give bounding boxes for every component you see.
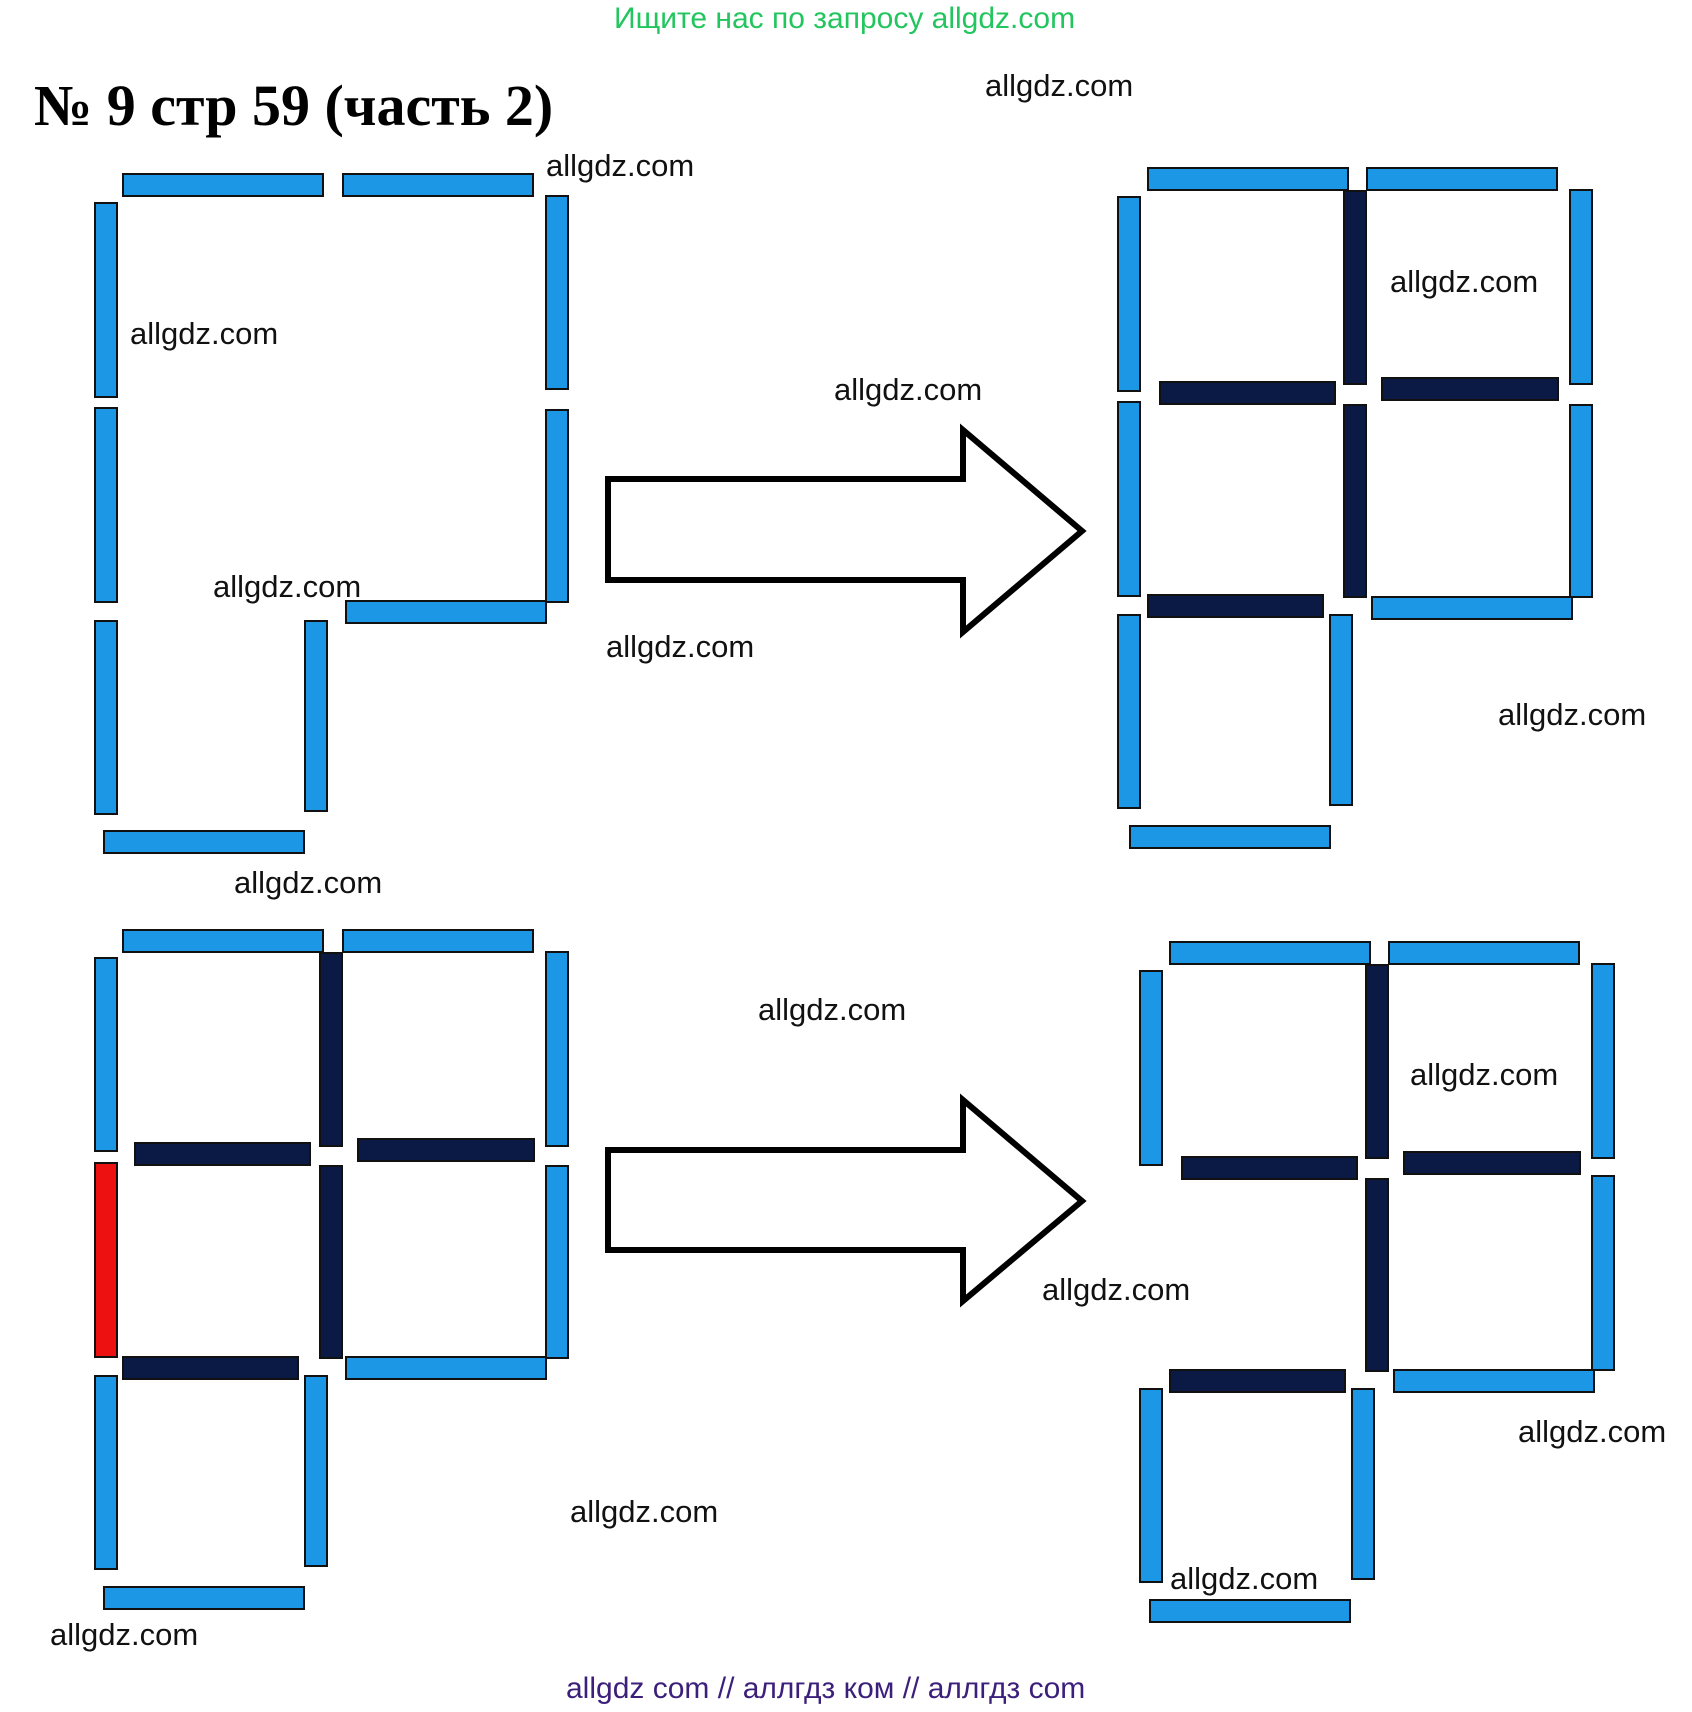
- matchstick: [1129, 825, 1331, 849]
- moved-matchstick: [1343, 404, 1367, 598]
- matchstick: [1117, 614, 1141, 809]
- matchstick: [94, 957, 118, 1152]
- matchstick: [122, 929, 324, 953]
- moved-matchstick: [1403, 1151, 1581, 1175]
- footer-links[interactable]: allgdz com // аллгдз ком // аллгдз com: [566, 1672, 1086, 1705]
- arrow-right-icon: [605, 1093, 1087, 1308]
- figure-after: [1117, 167, 1593, 849]
- moved-matchstick: [1147, 594, 1324, 618]
- matchstick: [103, 1586, 305, 1610]
- watermark: allgdz.com: [985, 68, 1134, 103]
- matchstick: [94, 1375, 118, 1570]
- watermark: allgdz.com: [834, 372, 983, 407]
- matchstick: [1591, 963, 1615, 1159]
- matchstick: [304, 1375, 328, 1567]
- moved-matchstick: [1365, 964, 1389, 1159]
- matchstick: [1351, 1388, 1375, 1580]
- moved-matchstick: [1181, 1156, 1358, 1180]
- matchstick: [345, 1356, 547, 1380]
- matchstick: [1569, 189, 1593, 385]
- watermark: allgdz.com: [1170, 1561, 1319, 1596]
- matchstick: [1117, 401, 1141, 597]
- moved-matchstick: [319, 952, 343, 1147]
- matchstick: [1388, 941, 1580, 965]
- highlighted-matchstick: [94, 1162, 118, 1358]
- matchstick: [342, 929, 534, 953]
- matchstick: [545, 409, 569, 603]
- matchstick: [1147, 167, 1349, 191]
- matchstick: [545, 951, 569, 1147]
- moved-matchstick: [1159, 381, 1336, 405]
- search-hint[interactable]: Ищите нас по запросу allgdz.com: [614, 2, 1076, 35]
- watermark: allgdz.com: [213, 569, 362, 604]
- page-title: № 9 стр 59 (часть 2): [34, 73, 554, 138]
- matchstick: [1149, 1599, 1351, 1623]
- moved-matchstick: [1381, 377, 1559, 401]
- matchstick: [1169, 941, 1371, 965]
- watermark: allgdz.com: [570, 1494, 719, 1529]
- watermark: allgdz.com: [234, 865, 383, 900]
- moved-matchstick: [1343, 190, 1367, 385]
- matchstick: [94, 620, 118, 815]
- arrow-right-icon: [605, 423, 1087, 639]
- watermark: allgdz.com: [1042, 1272, 1191, 1307]
- matchstick: [94, 202, 118, 398]
- matchstick: [545, 1165, 569, 1359]
- matchstick: [103, 830, 305, 854]
- watermark: allgdz.com: [546, 148, 695, 183]
- matchstick: [1139, 970, 1163, 1166]
- matchstick: [1329, 614, 1353, 806]
- moved-matchstick: [122, 1356, 299, 1380]
- watermark: allgdz.com: [130, 316, 279, 351]
- moved-matchstick: [357, 1138, 535, 1162]
- matchstick: [94, 407, 118, 603]
- watermark: allgdz.com: [758, 992, 907, 1027]
- matchstick: [342, 173, 534, 197]
- watermark: allgdz.com: [1410, 1057, 1559, 1092]
- matchstick: [1366, 167, 1558, 191]
- figure-before: [94, 173, 569, 854]
- watermark: allgdz.com: [50, 1617, 199, 1652]
- matchstick: [545, 195, 569, 390]
- watermark: allgdz.com: [1518, 1414, 1667, 1449]
- matchstick: [1569, 404, 1593, 598]
- moved-matchstick: [1169, 1369, 1346, 1393]
- matchstick: [1139, 1388, 1163, 1583]
- matchstick: [1393, 1369, 1595, 1393]
- matchstick: [1371, 596, 1573, 620]
- matchstick: [304, 620, 328, 812]
- matchstick: [345, 600, 547, 624]
- matchstick: [122, 173, 324, 197]
- matchstick: [1117, 196, 1141, 392]
- figure-final: [1139, 941, 1615, 1623]
- watermark: allgdz.com: [1498, 697, 1647, 732]
- matchstick: [1591, 1175, 1615, 1371]
- figure-before-highlighted: [94, 929, 569, 1610]
- moved-matchstick: [319, 1165, 343, 1359]
- watermark: allgdz.com: [606, 629, 755, 664]
- watermark: allgdz.com: [1390, 264, 1539, 299]
- moved-matchstick: [1365, 1178, 1389, 1372]
- moved-matchstick: [134, 1142, 311, 1166]
